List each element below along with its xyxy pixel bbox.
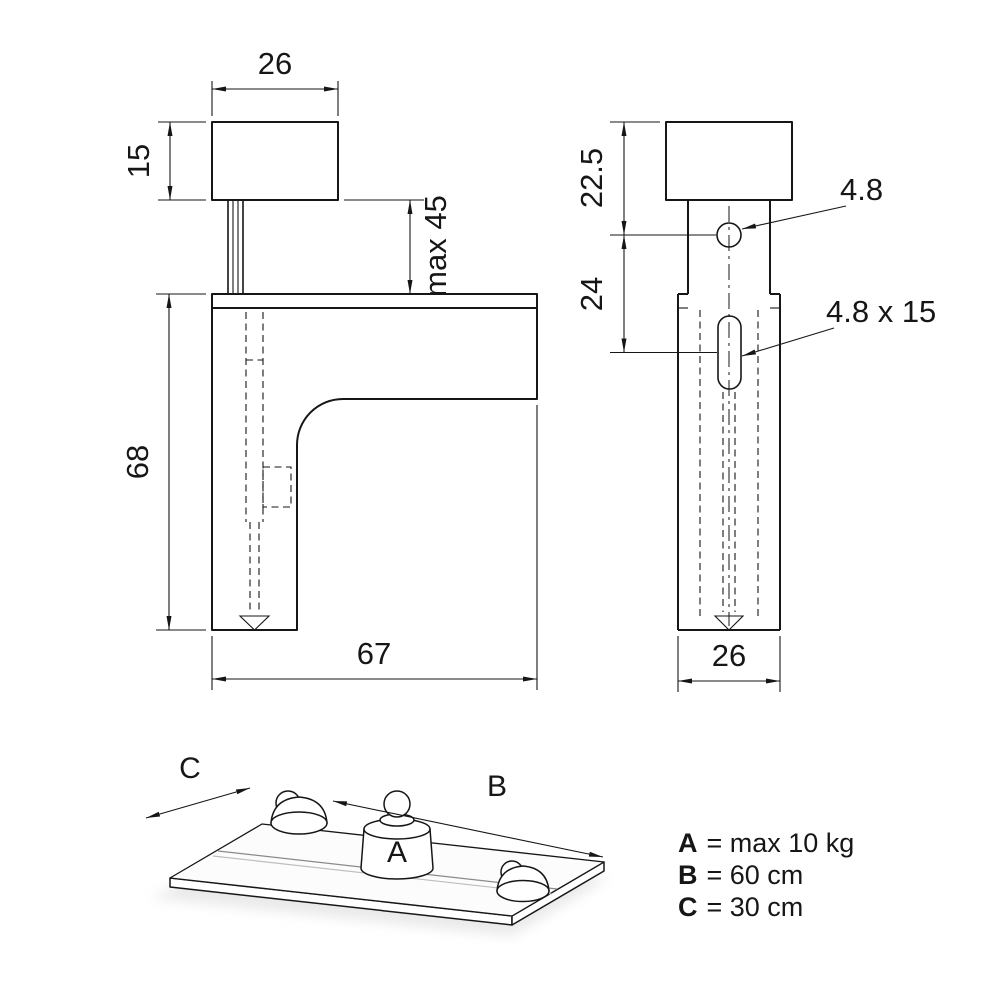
dim-hole-offset: 22.5 [574, 121, 716, 236]
iso-view: A B C [145, 752, 608, 936]
test-weight: A [360, 790, 434, 880]
bracket-base [270, 811, 328, 835]
dim-clamp-height: 15 [121, 121, 206, 201]
hole-diameter-label: 4.8 [840, 172, 883, 207]
legend: A = max 10 kg B = 60 cm C = 30 cm [678, 828, 854, 922]
bracket-body-outline [211, 308, 538, 631]
screw-tip [713, 615, 745, 631]
mounting-hole [716, 222, 742, 248]
dim-top-width: 26 [211, 46, 339, 116]
dim-depth: 67 [211, 405, 538, 690]
slot-callout: 4.8 x 15 [741, 294, 936, 357]
dimension-value: 15 [121, 144, 156, 178]
dim-shelf-length: B [332, 770, 604, 858]
dimension-value: B [487, 770, 507, 803]
screw-tip [238, 615, 271, 631]
side-view: 4.8 4.8 x 15 22.5 24 26 [574, 121, 936, 692]
dim-height: 68 [120, 293, 206, 631]
legend-key: C [678, 892, 698, 922]
hole-callout: 4.8 [741, 172, 883, 230]
weight-label: A [387, 836, 407, 869]
hidden-set-screw [262, 466, 292, 508]
shelf-bracket-right [496, 860, 550, 903]
slot-size-label: 4.8 x 15 [826, 294, 936, 329]
dim-shelf-depth: C [145, 752, 251, 819]
dimension-value: C [179, 752, 201, 785]
dimension-value: 22.5 [574, 148, 609, 208]
legend-value: = 30 cm [707, 892, 804, 922]
legend-row-a: A = max 10 kg [678, 828, 854, 858]
dim-slot-offset: 24 [574, 235, 717, 354]
clamp-head-outline [211, 121, 339, 201]
mounting-slot [717, 315, 742, 390]
legend-row-c: C = 30 cm [678, 892, 803, 922]
leader-line [741, 327, 835, 357]
dimension-line [332, 800, 604, 858]
dim-width: 26 [677, 636, 781, 692]
dimension-value: 26 [712, 638, 746, 673]
dimension-value: 68 [120, 445, 155, 479]
dimension-line [145, 787, 251, 819]
legend-key: B [678, 860, 698, 890]
legend-key: A [678, 828, 698, 858]
dim-max-opening: max 45 [344, 195, 453, 297]
legend-value: = 60 cm [707, 860, 804, 890]
clamp-head-outline [665, 121, 793, 201]
legend-row-b: B = 60 cm [678, 860, 803, 890]
shelf-bracket-left [270, 790, 328, 835]
dimension-value: 67 [357, 636, 391, 671]
shelf-plate-outline [211, 293, 538, 309]
dimension-value: 26 [258, 46, 292, 81]
dimension-value: max 45 [418, 195, 453, 297]
dimension-value: 24 [574, 277, 609, 311]
weight-knob [383, 790, 411, 818]
leader-line [741, 205, 847, 230]
front-view: 26 15 max 45 68 67 [120, 46, 538, 690]
legend-value: = max 10 kg [707, 828, 855, 858]
bracket-base [496, 879, 550, 903]
